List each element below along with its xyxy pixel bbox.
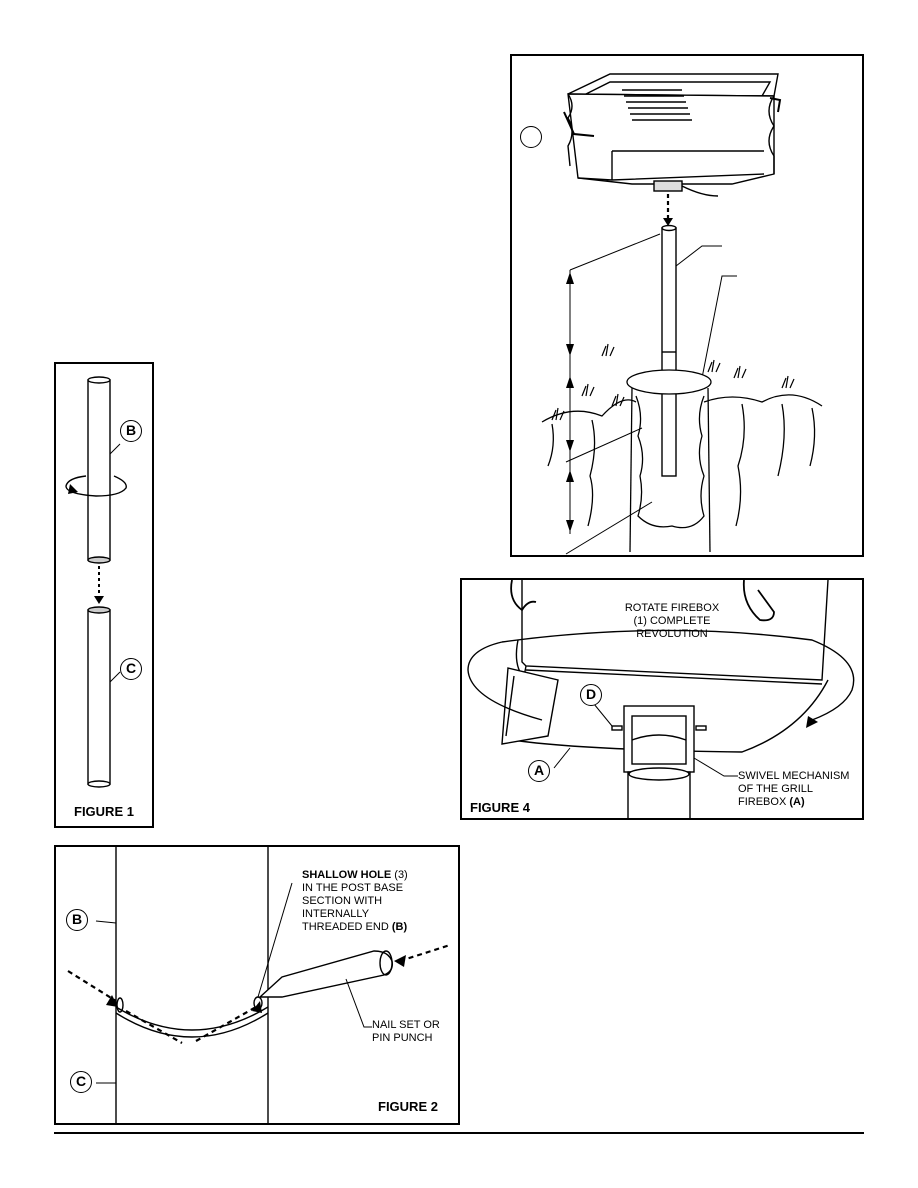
- swivel-line1: SWIVEL MECHANISM: [738, 770, 850, 782]
- shallow-hole-line2: IN THE POST BASE: [302, 882, 404, 894]
- shallow-hole-label: SHALLOW HOLE (3) IN THE POST BASE SECTIO…: [302, 869, 408, 934]
- swivel-line3: FIREBOX: [738, 796, 787, 808]
- shallow-hole-illustration: [67, 847, 451, 1123]
- rotate-instruction: ROTATE FIREBOX (1) COMPLETE REVOLUTION: [612, 602, 732, 641]
- shallow-hole-bold: SHALLOW HOLE: [302, 869, 392, 881]
- footer-rule: [54, 1132, 864, 1134]
- callout-a: A: [528, 760, 550, 782]
- rotate-line2: (1) COMPLETE REVOLUTION: [633, 615, 711, 640]
- shallow-hole-count: (3): [394, 869, 408, 881]
- post-sections-illustration: [65, 376, 127, 788]
- swivel-mechanism-label: SWIVEL MECHANISM OF THE GRILL FIREBOX (A…: [738, 770, 849, 809]
- swivel-ref: (A): [789, 796, 805, 808]
- shallow-hole-line5: THREADED END: [302, 921, 389, 933]
- figure-1-post-sections: B C FIGURE 1: [54, 362, 154, 828]
- grill-post-illustration: [541, 73, 823, 555]
- tool-line2: PIN PUNCH: [372, 1032, 433, 1044]
- figure-4-title: FIGURE 4: [470, 800, 530, 815]
- callout-c: C: [120, 658, 142, 680]
- figure-3-grill-installation: [510, 54, 864, 557]
- swivel-illustration: [467, 580, 855, 818]
- callout-circle-blank: [520, 126, 542, 148]
- shallow-hole-line4: INTERNALLY: [302, 908, 370, 920]
- shallow-hole-ref: (B): [391, 921, 408, 933]
- tool-line1: NAIL SET OR: [372, 1019, 440, 1031]
- callout-c: C: [70, 1071, 92, 1093]
- callout-d: D: [580, 684, 602, 706]
- swivel-line2: OF THE GRILL: [738, 783, 813, 795]
- figure-1-title: FIGURE 1: [74, 804, 134, 819]
- shallow-hole-line3: SECTION WITH: [302, 895, 383, 907]
- callout-b: B: [66, 909, 88, 931]
- callout-b: B: [120, 420, 142, 442]
- rotate-line1: ROTATE FIREBOX: [624, 602, 720, 614]
- pin-punch-label: NAIL SET OR PIN PUNCH: [372, 1019, 440, 1045]
- figure-4-swivel-mechanism: ROTATE FIREBOX (1) COMPLETE REVOLUTION D…: [460, 578, 864, 820]
- figure-2-title: FIGURE 2: [378, 1099, 438, 1114]
- figure-2-shallow-hole: B C SHALLOW HOLE (3) IN THE POST BASE SE…: [54, 845, 460, 1125]
